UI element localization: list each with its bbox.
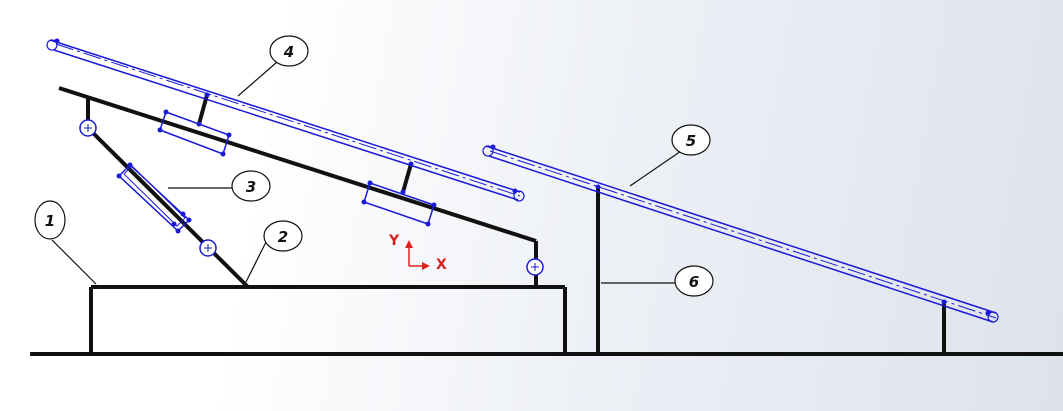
base-frame[interactable] [89,285,567,354]
svg-text:6: 6 [689,273,699,291]
pivot-front-top[interactable] [79,119,97,137]
diagonal-strut[interactable] [86,126,250,289]
svg-text:3: 3 [246,178,256,196]
svg-text:1: 1 [45,212,55,230]
callout-3[interactable]: 3 [231,170,271,202]
callout-2[interactable]: 2 [263,220,303,252]
callout-4[interactable]: 4 [269,35,309,67]
axis-y-label: Y [388,233,400,249]
callout-1[interactable]: 1 [34,200,66,240]
pivot-rear[interactable] [526,258,544,276]
axis-x-label: X [436,257,447,273]
leader-lines [51,61,685,285]
inclined-beam[interactable] [58,86,537,243]
panel-rail-upper[interactable] [46,38,525,202]
clamp-bracket-rear[interactable] [361,161,437,227]
axis-triad: Y X [388,233,447,273]
svg-text:2: 2 [278,228,288,246]
callout-6[interactable]: 6 [674,265,714,297]
actuator-cylinder[interactable] [116,162,192,234]
clamp-bracket-front[interactable] [157,92,232,157]
svg-text:5: 5 [686,132,696,150]
svg-text:4: 4 [283,43,294,61]
clamp-link-front[interactable] [197,94,209,125]
panel-rail-lower[interactable] [482,144,999,323]
callout-5[interactable]: 5 [671,124,711,156]
clamp-link-rear[interactable] [401,163,413,193]
pivot-strut-middle[interactable] [199,239,217,257]
